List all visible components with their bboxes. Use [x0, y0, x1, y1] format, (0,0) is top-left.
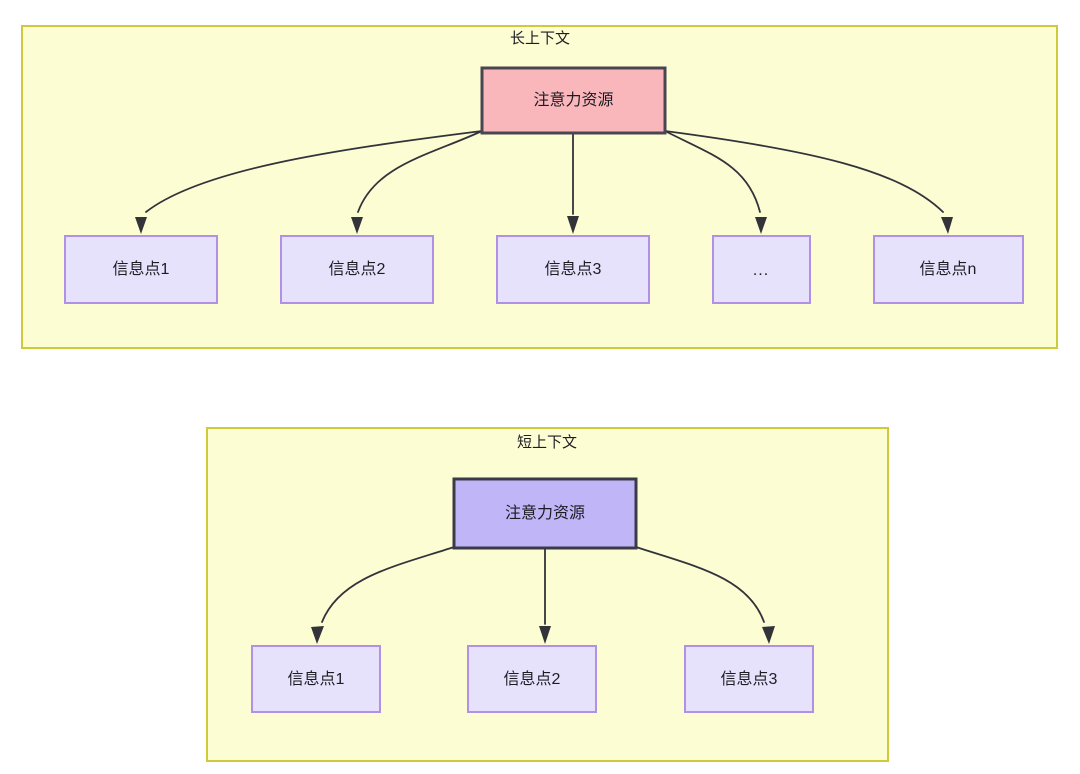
node-long-leaf-n-label: 信息点n: [920, 260, 977, 278]
edge-long-5-arrowhead: [941, 217, 953, 234]
edge-short-2-arrowhead: [539, 626, 551, 644]
node-short-leaf-1[interactable]: 信息点1: [251, 645, 381, 713]
node-short-leaf-3[interactable]: 信息点3: [684, 645, 814, 713]
edge-short-3: [635, 546, 765, 623]
node-short-leaf-1-box[interactable]: [251, 645, 381, 713]
node-long-leaf-3[interactable]: 信息点3: [496, 235, 650, 304]
node-short-leaf-3-box[interactable]: [684, 645, 814, 713]
node-short-attention-resource-label: 注意力资源: [505, 503, 585, 522]
node-long-leaf-1[interactable]: 信息点1: [64, 235, 218, 304]
node-long-attention-resource-label: 注意力资源: [533, 90, 613, 109]
edge-long-4: [664, 130, 761, 213]
node-long-leaf-ellipsis-box[interactable]: [712, 235, 811, 304]
panel-long-context: 长上下文 注意: [21, 25, 1058, 349]
node-short-leaf-2[interactable]: 信息点2: [467, 645, 597, 713]
edge-long-4-arrowhead: [755, 217, 767, 234]
node-short-leaf-2-box[interactable]: [467, 645, 597, 713]
node-long-leaf-3-label: 信息点3: [545, 260, 602, 278]
edge-long-2: [357, 130, 483, 213]
edge-group-short: [311, 546, 775, 644]
node-long-leaf-ellipsis[interactable]: ...: [712, 235, 811, 304]
panel-short-context-title: 短上下文: [517, 434, 577, 451]
edge-group-long: [135, 130, 953, 234]
node-long-leaf-2[interactable]: 信息点2: [280, 235, 434, 304]
edge-long-1-arrowhead: [135, 217, 147, 234]
node-long-attention-resource[interactable]: 注意力资源: [480, 66, 667, 135]
node-long-leaf-ellipsis-label: ...: [753, 262, 769, 279]
node-short-leaf-3-label: 信息点3: [721, 670, 778, 688]
edge-short-3-arrowhead: [762, 626, 775, 644]
edge-short-1-arrowhead: [311, 626, 324, 644]
edge-long-3-arrowhead: [567, 216, 579, 234]
node-long-attention-resource-box[interactable]: [480, 66, 667, 135]
node-short-attention-resource-box[interactable]: [452, 477, 638, 550]
node-long-leaf-2-box[interactable]: [280, 235, 434, 304]
edge-long-2-arrowhead: [351, 217, 363, 234]
node-long-leaf-1-box[interactable]: [64, 235, 218, 304]
node-long-leaf-3-box[interactable]: [496, 235, 650, 304]
panel-short-context: 短上下文 注意力资源 信息点1: [206, 427, 889, 762]
node-long-leaf-2-label: 信息点2: [329, 260, 386, 278]
panel-long-context-title: 长上下文: [510, 30, 570, 47]
node-short-attention-resource[interactable]: 注意力资源: [452, 477, 638, 550]
edge-long-5: [664, 130, 944, 213]
edge-long-1: [145, 130, 483, 213]
node-long-leaf-n-box[interactable]: [873, 235, 1024, 304]
node-long-leaf-1-label: 信息点1: [113, 260, 170, 278]
node-short-leaf-1-label: 信息点1: [288, 670, 345, 688]
node-long-leaf-n[interactable]: 信息点n: [873, 235, 1024, 304]
edge-short-1: [321, 546, 455, 623]
node-short-leaf-2-label: 信息点2: [504, 670, 561, 688]
